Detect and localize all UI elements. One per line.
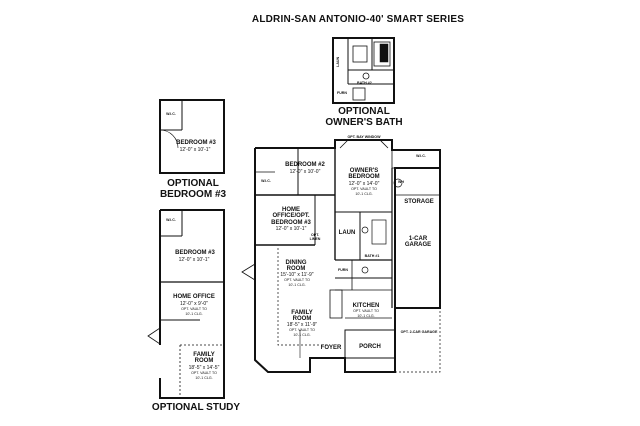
family-room-label-line2: ROOM <box>292 316 312 323</box>
bath1-label: BATH #1 <box>364 254 380 258</box>
owners-wic-label: W.I.C. <box>416 154 426 158</box>
study-wic-label: W.I.C. <box>166 218 176 222</box>
owners-bedroom-label: OWNER'S BEDROOM <box>338 168 390 181</box>
foyer-label: FOYER <box>320 345 342 351</box>
kitchen-note2: 10'-1 CLG. <box>357 314 375 318</box>
garage-label-line2: GARAGE <box>404 242 432 249</box>
bay-window-label: OPT. BAY WINDOW <box>347 135 381 139</box>
family-room-label-line1: FAMILY <box>291 310 313 316</box>
study-family-dim: 18'-5" x 14'-5" <box>188 365 220 371</box>
dining-room-note2: 10'-1 CLG. <box>288 283 306 287</box>
kitchen-label: KITCHEN <box>352 303 380 309</box>
family-room-dim: 18'-5" x 11'-9" <box>286 322 318 328</box>
owners-bath-plan <box>332 37 395 104</box>
study-family-label-line2: ROOM <box>194 358 214 365</box>
owners-bath-laun-label: LAUN <box>336 56 341 67</box>
study-bedroom-dim: 12'-0" x 10'-1" <box>178 257 210 263</box>
home-office-label-line1: HOME <box>282 207 300 213</box>
opt-bed3-caption-line1: OPTIONAL <box>167 178 219 189</box>
opt-bed3-caption: OPTIONAL BEDROOM #3 <box>150 178 236 200</box>
dining-room-dim: 15'-10" x 11'-9" <box>280 272 314 278</box>
study-family-label: FAMILY ROOM <box>184 352 224 365</box>
home-office-label-line2: OFFICE/OPT. <box>272 213 310 220</box>
owners-bedroom-dim: 12'-0" x 14'-0" <box>348 181 380 187</box>
home-office-dim: 12'-0" x 10'-1" <box>275 226 307 232</box>
owners-bedroom-label-line1: OWNER'S <box>349 168 379 174</box>
storage-label: STORAGE <box>404 199 434 205</box>
plan-title: ALDRIN-SAN ANTONIO-40' SMART SERIES <box>251 14 465 25</box>
owners-bath-furn-label: FURN <box>337 91 347 95</box>
garage-label-line1: 1-CAR <box>408 236 428 242</box>
bedroom2-dim: 12'-0" x 10'-0" <box>289 169 321 175</box>
opt-bed3-wic-label: W.I.C. <box>166 112 176 116</box>
owners-bath-bath2-label: BATH #2 <box>357 81 372 85</box>
study-family-note2: 10'-1 CLG. <box>195 376 213 380</box>
main-floor-plan <box>241 139 441 373</box>
study-office-note1: OPT. VAULT TO <box>181 307 207 311</box>
water-heater-label: WH <box>398 180 404 184</box>
home-office-label-line3: BEDROOM #3 <box>271 219 311 226</box>
owners-bath-caption-line2: OWNER'S BATH <box>325 117 403 128</box>
family-room-label: FAMILY ROOM <box>282 310 322 323</box>
study-office-dim: 12'-0" x 9'-0" <box>180 301 208 307</box>
family-room-note2: 10'-1 CLG. <box>293 333 311 337</box>
owners-bedroom-note1: OPT. VAULT TO <box>351 187 377 191</box>
main-furn-label: FURN <box>338 268 348 272</box>
opt-linen-label: OPT. LINEN <box>309 233 321 241</box>
garage-label: 1-CAR GARAGE <box>398 236 438 249</box>
opt-bed3-room-dim: 12'-0" x 10'-1" <box>179 147 211 153</box>
dining-room-note1: OPT. VAULT TO <box>284 278 310 282</box>
main-laun-label: LAUN <box>338 230 356 236</box>
owners-bedroom-note2: 10'-1 CLG. <box>355 192 373 196</box>
study-office-label: HOME OFFICE <box>173 294 215 300</box>
bed2-wic-label: W.I.C. <box>261 179 271 183</box>
kitchen-note1: OPT. VAULT TO <box>353 309 379 313</box>
study-office-note2: 10'-1 CLG. <box>185 312 203 316</box>
optional-bedroom3-plan <box>159 99 225 174</box>
home-office-label: HOME OFFICE/OPT. BEDROOM #3 <box>268 207 314 226</box>
dining-room-label: DINING ROOM <box>276 260 316 273</box>
dining-room-label-line2: ROOM <box>286 266 306 273</box>
bedroom2-label: BEDROOM #2 <box>285 162 325 168</box>
study-family-note1: OPT. VAULT TO <box>191 371 217 375</box>
opt-bed3-caption-line2: BEDROOM #3 <box>159 189 227 200</box>
family-room-note1: OPT. VAULT TO <box>289 328 315 332</box>
opt-2car-garage-label: OPT. 2-CAR GARAGE <box>400 330 438 334</box>
study-caption: OPTIONAL STUDY <box>151 402 241 413</box>
dining-room-label-line1: DINING <box>285 260 307 266</box>
study-bedroom-label: BEDROOM #3 <box>175 250 215 256</box>
study-family-label-line1: FAMILY <box>193 352 215 358</box>
owners-bath-caption-line1: OPTIONAL <box>338 106 390 117</box>
opt-bed3-room-label: BEDROOM #3 <box>176 140 216 146</box>
owners-bath-caption: OPTIONAL OWNER'S BATH <box>318 106 410 128</box>
owners-bedroom-label-line2: BEDROOM <box>348 174 380 181</box>
porch-label: PORCH <box>359 344 381 350</box>
optional-study-plan <box>147 209 225 399</box>
